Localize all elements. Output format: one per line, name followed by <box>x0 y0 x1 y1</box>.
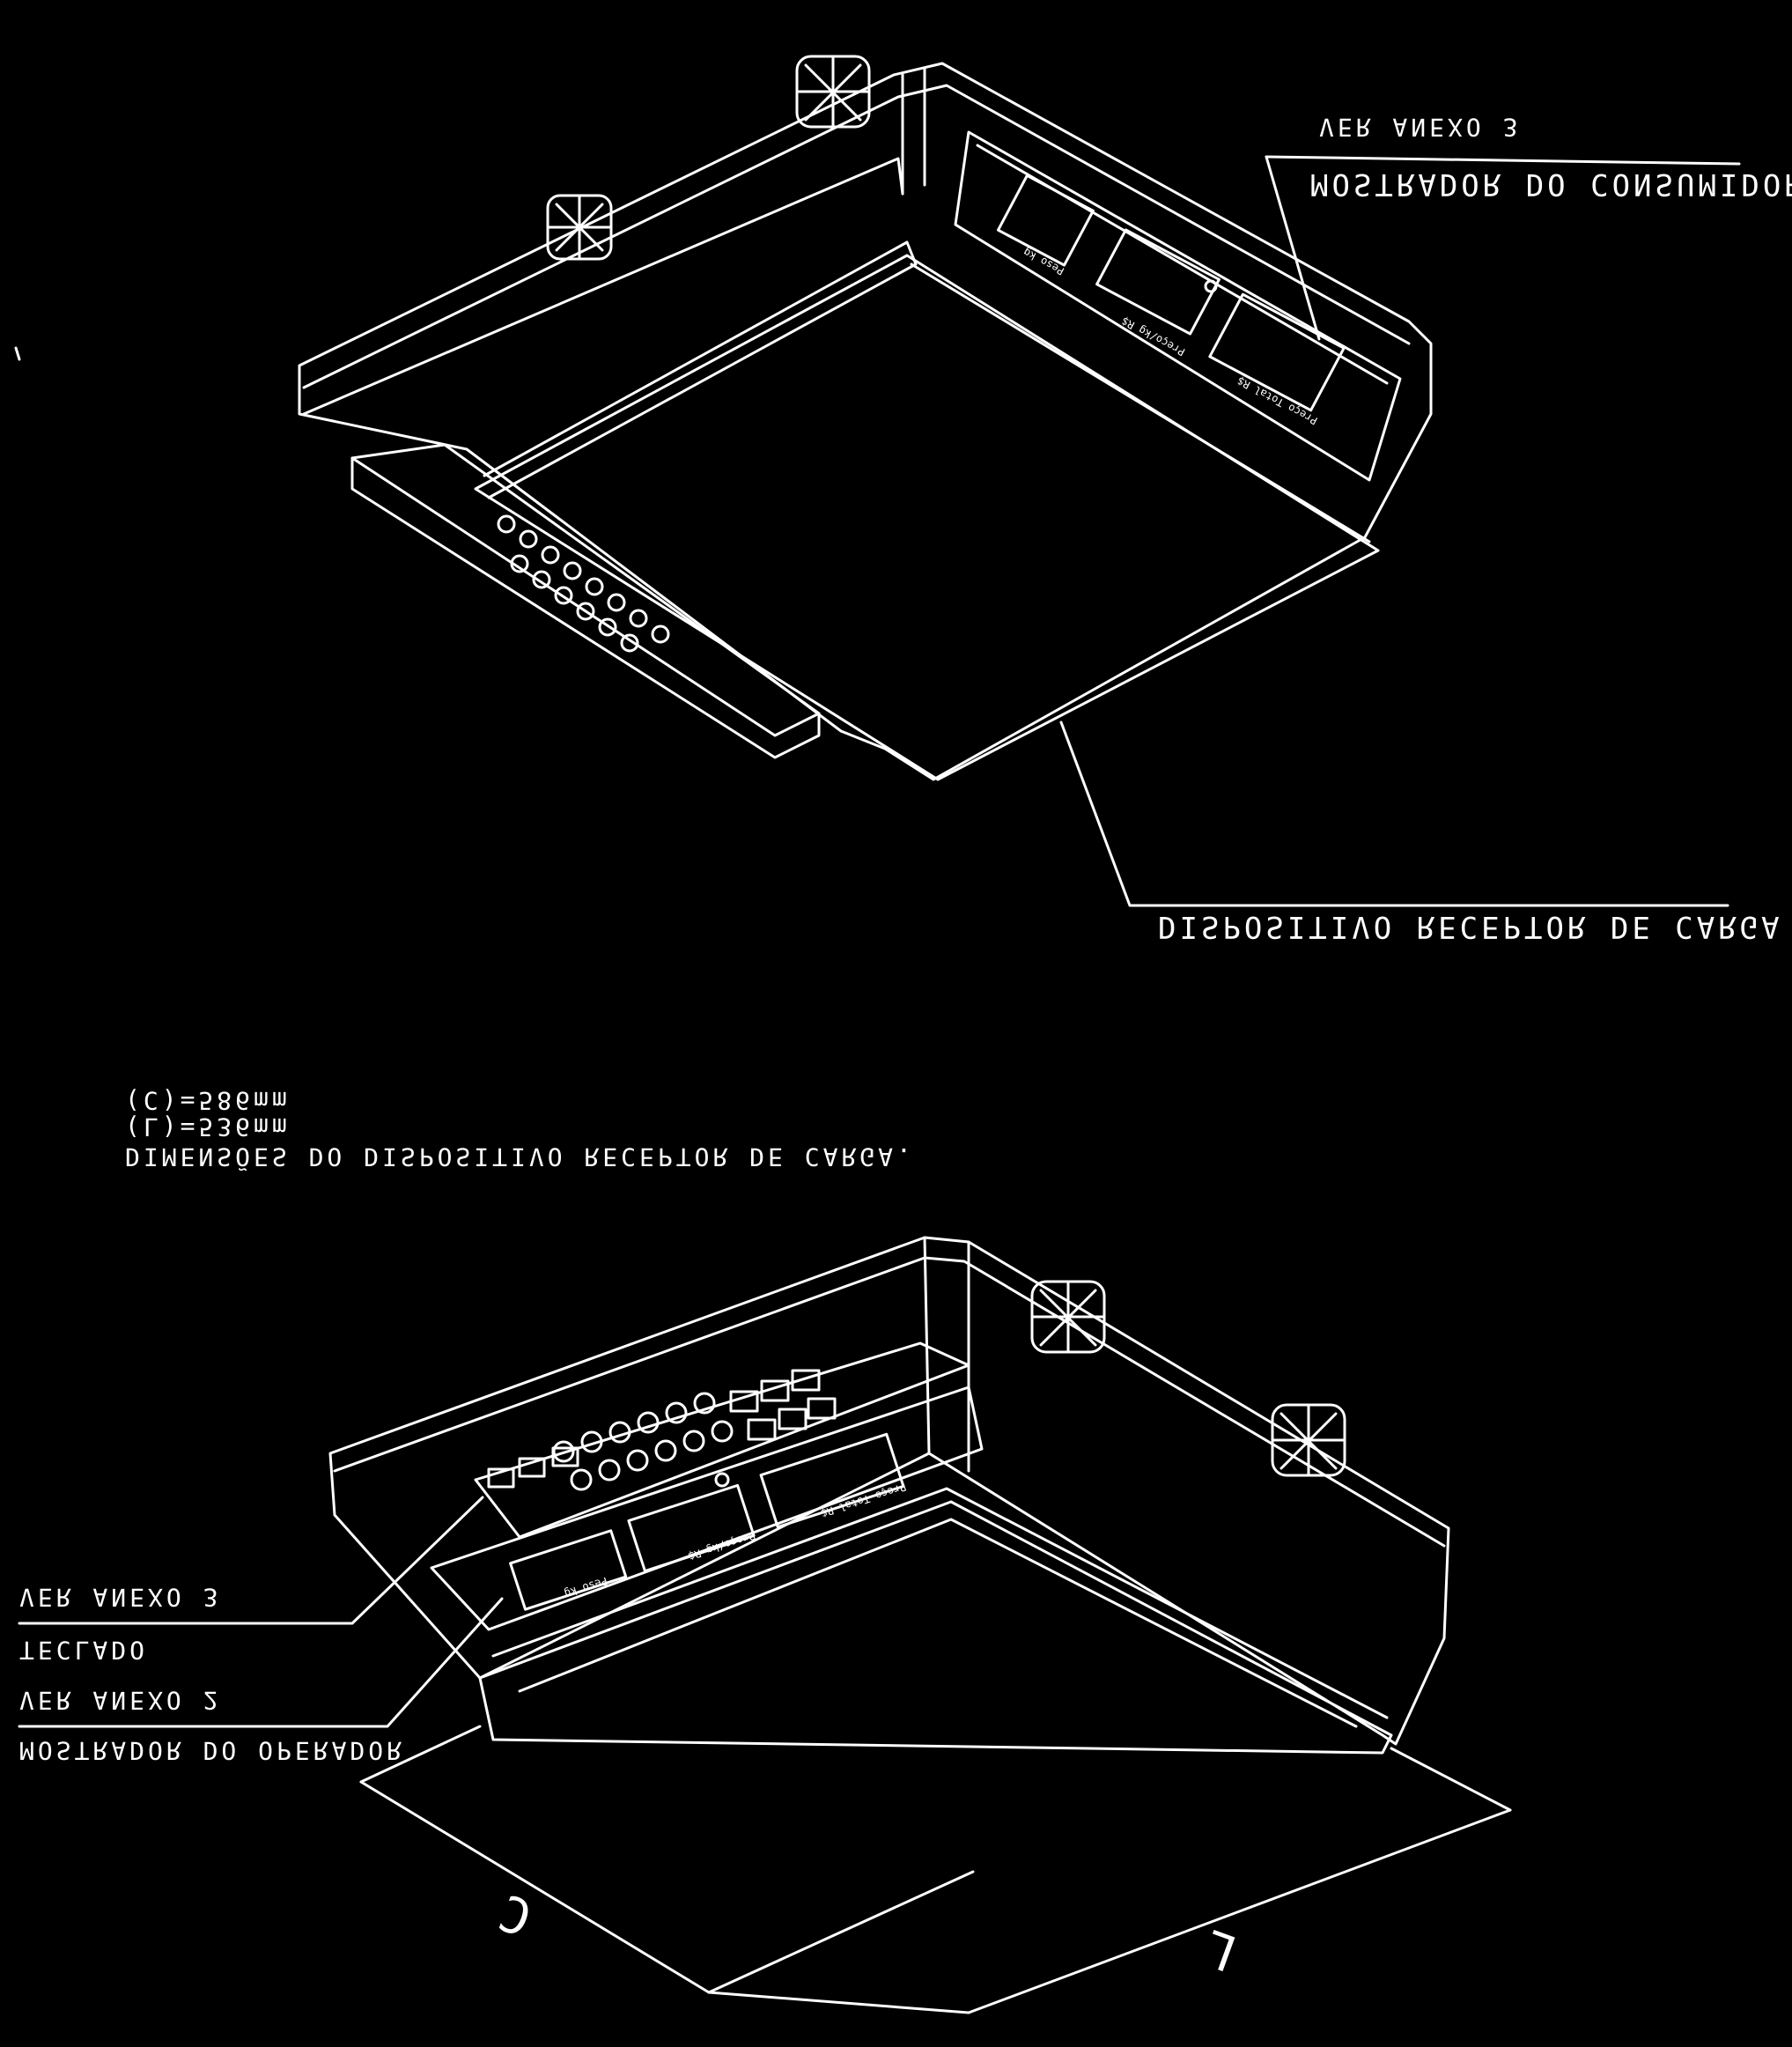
bottom-display-panel <box>430 1386 984 1631</box>
top-display-preco <box>1095 228 1220 336</box>
bottom-scale <box>18 1236 1512 2014</box>
label-dim-c: (C)=586mm <box>125 1086 291 1115</box>
label-mostrador-consumidor: MOSTRADOR DO CONSUMIDOR <box>1310 166 1792 202</box>
bottom-display-preco <box>627 1483 756 1573</box>
label-dispositivo-receptor: DISPOSITIVO RECEPTOR DE CARGA <box>1158 909 1783 944</box>
bottom-platter <box>478 1500 1393 1755</box>
bottom-housing-outline <box>328 1236 1450 1746</box>
bottom-display-peso <box>509 1529 628 1611</box>
dimension-line-c <box>359 1780 711 1994</box>
top-platter <box>474 254 1380 781</box>
leader-consumidor <box>1265 155 1321 341</box>
label-teclado: TECLADO <box>19 1636 149 1665</box>
label-dimensoes-title: DIMENSÕES DO DISPOSITIVO RECEPTOR DE CAR… <box>125 1142 915 1171</box>
label-ver-anexo-3-bottom: VER ANEXO 3 <box>19 1583 222 1612</box>
leader-receptor <box>1059 721 1729 907</box>
top-keypad-keys <box>497 514 670 653</box>
bottom-foot-left <box>1030 1280 1106 1354</box>
top-display-panel <box>954 130 1402 482</box>
leader-operador <box>18 1597 504 1728</box>
leader-teclado <box>18 1496 484 1625</box>
bottom-display-total <box>759 1432 905 1529</box>
top-scale <box>298 55 1741 907</box>
bottom-keypad-panel <box>474 1341 970 1539</box>
top-keypad <box>350 443 821 737</box>
bottom-foot-right <box>1271 1403 1346 1477</box>
top-display-total <box>1208 292 1346 412</box>
dimension-line-l <box>967 1808 1512 2014</box>
label-dim-l: (L)=536mm <box>125 1112 291 1142</box>
label-ver-anexo-2: VER ANEXO 2 <box>19 1686 222 1715</box>
top-foot-right <box>795 55 871 129</box>
top-housing-outline <box>298 62 1433 781</box>
label-ver-anexo-3-top: VER ANEXO 3 <box>1319 113 1522 142</box>
bottom-keypad-keys <box>487 1369 837 1491</box>
top-display-peso <box>996 174 1095 267</box>
label-mostrador-operador: MOSTRADOR DO OPERADOR <box>19 1736 406 1765</box>
